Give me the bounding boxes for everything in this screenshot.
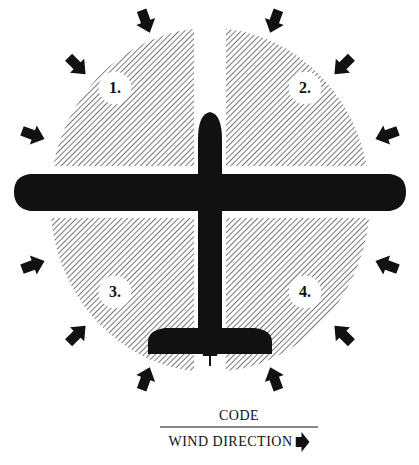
- wind-arrow-swatch: [296, 432, 310, 452]
- legend-heading: CODE: [219, 409, 259, 423]
- callout-circle-fill: [99, 72, 131, 104]
- legend-text: WIND DIRECTION: [168, 435, 292, 449]
- callout-number: 1.: [109, 80, 121, 96]
- callout-number: 3.: [109, 284, 121, 300]
- callout-circle: 2.: [288, 71, 322, 105]
- callout-circle-fill: [99, 276, 131, 308]
- airplane-silhouette: [14, 112, 406, 366]
- code-rule: [160, 426, 318, 427]
- callout-circle-fill: [289, 72, 321, 104]
- callout-circle-fill: [289, 276, 321, 308]
- wind-arrows: [19, 7, 402, 393]
- callout-number: 2.: [299, 80, 311, 96]
- callout-circle: 1.: [98, 71, 132, 105]
- callout-circle: 4.: [288, 275, 322, 309]
- callout-circle: 3.: [98, 275, 132, 309]
- callout-number: 4.: [299, 284, 311, 300]
- legend-row: WIND DIRECTION: [168, 432, 309, 452]
